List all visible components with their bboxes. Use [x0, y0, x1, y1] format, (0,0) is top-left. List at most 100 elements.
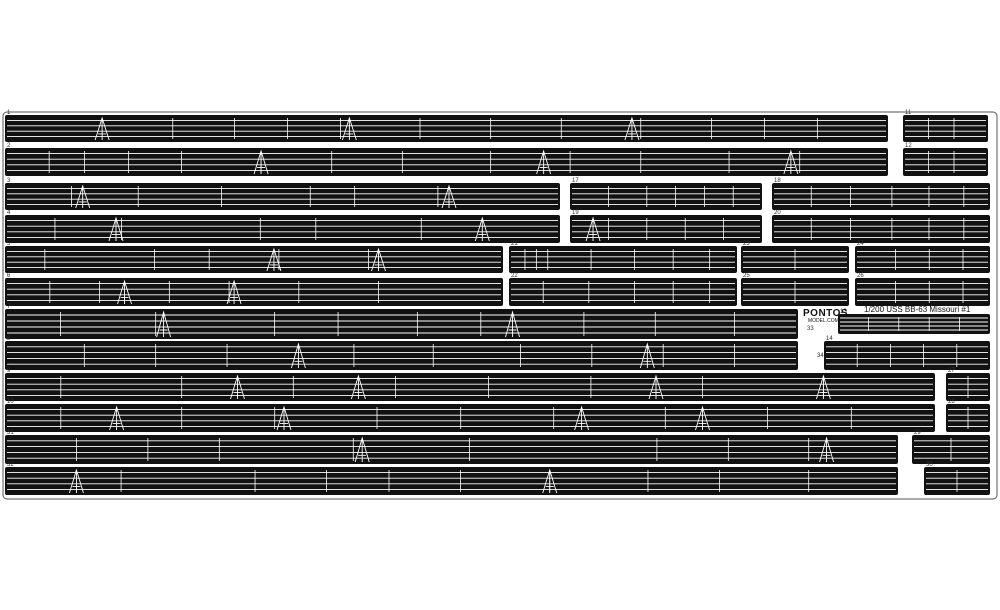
deck-strip — [5, 278, 503, 306]
strip-body — [855, 278, 990, 306]
tripod-mark — [624, 116, 640, 141]
deck-strip — [5, 404, 935, 432]
deck-strip — [924, 467, 990, 495]
tripod-mark — [341, 116, 357, 141]
part-number: 18 — [774, 178, 781, 184]
deck-strip — [912, 435, 990, 464]
tripod-mark — [109, 405, 125, 431]
deck-strip — [772, 215, 990, 243]
part-number: 5 — [7, 241, 11, 247]
sheet-title: 1/200 USS BB-63 Missouri #1 — [864, 305, 971, 314]
deck-strip — [946, 404, 990, 432]
part-number: 28 — [948, 399, 955, 405]
tripod-mark — [226, 279, 242, 305]
deck-strip — [5, 183, 560, 210]
strip-body — [824, 341, 990, 370]
part-number: 4 — [7, 210, 11, 216]
brand-name: PONTOS — [803, 308, 848, 319]
strip-body — [5, 341, 798, 370]
deck-strip — [741, 278, 849, 306]
deck-strip — [824, 341, 990, 370]
strip-body — [772, 215, 990, 243]
strip-body — [5, 373, 935, 401]
deck-strip — [570, 183, 762, 210]
strip-body — [509, 246, 737, 273]
deck-strip — [5, 309, 798, 339]
deck-strip — [5, 373, 935, 401]
deck-strip — [903, 115, 988, 142]
part-number: 1 — [7, 110, 11, 116]
deck-strip — [5, 115, 888, 142]
tripod-mark — [542, 468, 558, 494]
tripod-mark — [695, 405, 710, 431]
deck-strips — [5, 115, 990, 495]
tripod-mark — [819, 436, 834, 463]
tripod-mark — [585, 216, 601, 242]
strip-body — [903, 148, 988, 176]
strip-body — [772, 183, 990, 210]
strip-body — [5, 404, 935, 432]
brand-site: MODEL.COM — [808, 318, 839, 324]
tripod-mark — [574, 405, 590, 431]
part-number: 34 — [817, 353, 824, 359]
part-number: 26 — [857, 273, 864, 279]
part-number: 31 — [7, 430, 14, 436]
tripod-mark — [117, 279, 132, 305]
tripod-mark — [350, 374, 366, 400]
deck-strip — [772, 183, 990, 210]
part-number: 14 — [826, 336, 833, 342]
strip-body — [5, 467, 898, 495]
deck-strip — [5, 467, 898, 495]
strip-body — [570, 215, 762, 243]
part-number: 19 — [572, 210, 579, 216]
tripod-mark — [371, 247, 386, 272]
tripod-mark — [815, 374, 831, 400]
tripod-mark — [156, 310, 172, 338]
deck-strip — [5, 435, 898, 464]
part-number: 23 — [743, 241, 750, 247]
part-number: 6 — [7, 273, 11, 279]
part-number: 27 — [948, 368, 955, 374]
tripod-mark — [69, 468, 84, 494]
part-number: 33 — [807, 326, 814, 332]
part-number: 17 — [572, 178, 579, 184]
strip-body — [903, 115, 988, 142]
tripod-mark — [266, 247, 282, 272]
strip-body — [5, 278, 503, 306]
tripod-mark — [505, 310, 520, 338]
deck-strip — [838, 314, 990, 334]
deck-strip — [855, 246, 990, 273]
tripod-mark — [639, 342, 655, 369]
part-number: 29 — [914, 430, 921, 436]
part-number: 13 — [840, 309, 847, 315]
tripod-mark — [648, 374, 664, 400]
part-number: 30 — [926, 462, 933, 468]
part-number: 20 — [774, 210, 781, 216]
strip-body — [838, 314, 990, 334]
deck-strip — [5, 148, 888, 176]
part-number: 8 — [7, 336, 11, 342]
deck-strip — [509, 246, 737, 273]
deck-strip — [5, 246, 503, 273]
part-number: 2 — [7, 143, 11, 149]
strip-body — [5, 246, 503, 273]
part-number: 10 — [7, 399, 14, 405]
tripod-mark — [230, 374, 245, 400]
strip-body — [5, 115, 888, 142]
deck-strip — [509, 278, 737, 306]
strip-body — [5, 215, 560, 243]
deck-strip — [5, 341, 798, 370]
part-number: 7 — [7, 304, 11, 310]
strip-body — [855, 246, 990, 273]
strip-body — [5, 309, 798, 339]
strip-body — [570, 183, 762, 210]
deck-strip — [855, 278, 990, 306]
tripod-mark — [536, 149, 552, 175]
tripod-mark — [75, 184, 91, 209]
strip-body — [5, 435, 898, 464]
deck-strip — [946, 373, 990, 401]
part-number: 32 — [7, 462, 14, 468]
tripod-mark — [94, 116, 110, 141]
